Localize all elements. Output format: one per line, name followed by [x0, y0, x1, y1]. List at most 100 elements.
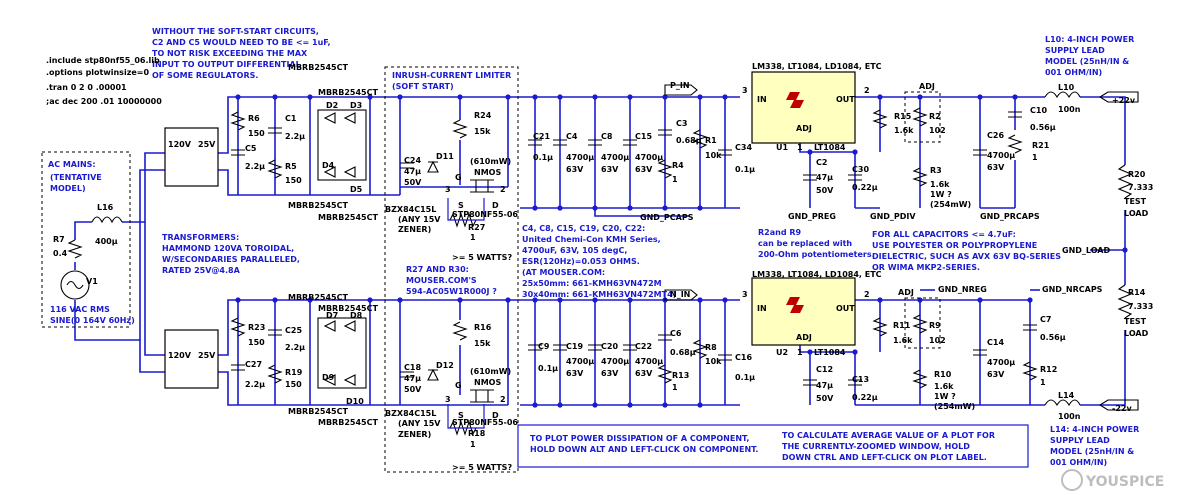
capacitor-c18[interactable]	[400, 371, 414, 378]
capacitor-c1[interactable]	[268, 127, 282, 134]
svg-text:1: 1	[1032, 153, 1038, 162]
svg-text:C12: C12	[816, 365, 833, 374]
caps-note-7: 30x40mm: 661-KMH63VN472MT4)	[522, 290, 676, 299]
bridge-rectifier-top[interactable]	[317, 109, 367, 181]
svg-text:150: 150	[285, 380, 302, 389]
capacitor-c10[interactable]	[1008, 111, 1022, 118]
svg-text:1W ?: 1W ?	[934, 392, 956, 401]
zener-d12[interactable]	[427, 368, 439, 381]
net-flag-n-in[interactable]	[664, 289, 698, 301]
resistor-r24[interactable]	[452, 119, 468, 139]
resistor-r9[interactable]	[912, 314, 928, 334]
capacitor-c24[interactable]	[400, 162, 414, 169]
mouser-note-3: 594-AC05W1R000J ?	[406, 287, 497, 296]
inductor-l16[interactable]	[91, 216, 123, 224]
resistor-r10[interactable]	[912, 369, 928, 389]
svg-text:LM338, LT1084, LD1084, ETC: LM338, LT1084, LD1084, ETC	[752, 62, 882, 71]
resistor-r16[interactable]	[452, 321, 468, 341]
capacitor-c7[interactable]	[1023, 324, 1037, 331]
resistor-r12[interactable]	[1022, 361, 1038, 381]
svg-text:1W ?: 1W ?	[930, 190, 952, 199]
capacitor-c25[interactable]	[268, 329, 282, 336]
svg-text:LOAD: LOAD	[1124, 209, 1149, 218]
spice-directive-2[interactable]: .options plotwinsize=0	[46, 68, 149, 77]
svg-text:10k: 10k	[705, 151, 722, 160]
net-flag-p-in[interactable]	[664, 84, 698, 96]
resistor-r20[interactable]	[1117, 164, 1133, 199]
resistor-r7[interactable]	[67, 239, 83, 259]
caps-note-4: ESR(120Hz)=0.053 OHMS.	[522, 257, 640, 266]
svg-text:(254mW): (254mW)	[930, 200, 971, 209]
capacitor-c27[interactable]	[231, 364, 245, 371]
svg-text:0.22µ: 0.22µ	[852, 393, 878, 402]
spice-directive-3[interactable]: .tran 0 2 0 .00001	[46, 83, 127, 92]
mosfet-m-bottom[interactable]	[470, 389, 494, 403]
resistor-r11[interactable]	[872, 317, 888, 337]
svg-text:C13: C13	[852, 375, 869, 384]
capacitor-c12[interactable]	[803, 379, 817, 386]
ac-mains-sub2: MODEL)	[50, 184, 86, 193]
zener-d11[interactable]	[427, 160, 439, 173]
spice-directive-4[interactable]: ;ac dec 200 .01 10000000	[46, 97, 162, 106]
capacitor-c13[interactable]	[848, 379, 862, 386]
svg-text:+22v: +22v	[1112, 96, 1136, 105]
svg-text:0.1µ: 0.1µ	[735, 373, 755, 382]
spice-directive-1[interactable]: .include stp80nf55_06.lib	[46, 56, 160, 65]
capacitor-c30[interactable]	[848, 174, 862, 181]
svg-text:4700µ: 4700µ	[987, 151, 1015, 160]
svg-text:15k: 15k	[474, 127, 491, 136]
resistor-r23[interactable]	[230, 317, 246, 337]
svg-text:P_IN: P_IN	[670, 81, 690, 90]
resistor-r14[interactable]	[1117, 284, 1133, 319]
bridge-rectifier-bottom[interactable]	[317, 317, 367, 389]
capacitor-c26[interactable]	[973, 149, 987, 156]
pot-note-3: 200-Ohm potentiometers.	[758, 250, 875, 259]
capacitor-c5[interactable]	[231, 149, 245, 156]
svg-text:C4: C4	[566, 132, 578, 141]
svg-text:1.6k: 1.6k	[894, 126, 914, 135]
resistor-r21[interactable]	[1007, 134, 1023, 154]
transformer-bottom[interactable]	[164, 329, 219, 389]
svg-text:1.6k: 1.6k	[893, 336, 913, 345]
svg-text:D7: D7	[326, 311, 338, 320]
svg-text:>= 5 WATTS?: >= 5 WATTS?	[452, 253, 512, 262]
svg-text:GND_NRCAPS: GND_NRCAPS	[1042, 285, 1103, 294]
svg-text:MBRB2545CT: MBRB2545CT	[318, 213, 378, 222]
lt-logo-icon-top	[786, 92, 804, 108]
svg-text:R6: R6	[248, 114, 260, 123]
svg-text:0.1µ: 0.1µ	[538, 364, 558, 373]
resistor-r15[interactable]	[872, 109, 888, 129]
svg-text:R1: R1	[705, 136, 717, 145]
resistor-r3[interactable]	[912, 167, 928, 187]
resistor-r19[interactable]	[267, 364, 283, 384]
inductor-l10[interactable]	[1044, 91, 1081, 99]
footnote-box	[517, 424, 1029, 468]
ac-source-v1[interactable]	[60, 270, 90, 300]
svg-text:IN: IN	[757, 95, 767, 104]
regulator-u2[interactable]	[751, 277, 856, 346]
footnote-avg-1: TO CALCULATE AVERAGE VALUE OF A PLOT FOR	[782, 431, 995, 440]
resistor-r5[interactable]	[267, 159, 283, 179]
capacitor-c2[interactable]	[803, 174, 817, 181]
resistor-r2[interactable]	[912, 107, 928, 127]
svg-text:63V: 63V	[987, 370, 1005, 379]
inrush-limiter-box	[384, 66, 519, 473]
inductor-l14[interactable]	[1044, 399, 1081, 407]
capacitor-c14[interactable]	[973, 349, 987, 356]
terminal-minus22v[interactable]	[1098, 399, 1139, 411]
svg-text:47µ: 47µ	[816, 173, 833, 182]
svg-text:(254mW): (254mW)	[934, 402, 975, 411]
svg-text:0.1µ: 0.1µ	[735, 165, 755, 174]
svg-text:GND_LOAD: GND_LOAD	[1062, 246, 1110, 255]
svg-text:MBRB2545CT: MBRB2545CT	[288, 63, 348, 72]
regulator-u1[interactable]	[751, 71, 856, 144]
terminal-plus22v[interactable]	[1098, 91, 1139, 103]
svg-text:(610mW): (610mW)	[470, 157, 511, 166]
mosfet-m-top[interactable]	[470, 179, 494, 193]
svg-text:D12: D12	[436, 361, 454, 370]
transformer-top[interactable]	[164, 127, 219, 187]
caps-note-1: C4, C8, C15, C19, C20, C22:	[522, 224, 645, 233]
resistor-r6[interactable]	[230, 111, 246, 131]
svg-text:-22v: -22v	[1112, 404, 1132, 413]
